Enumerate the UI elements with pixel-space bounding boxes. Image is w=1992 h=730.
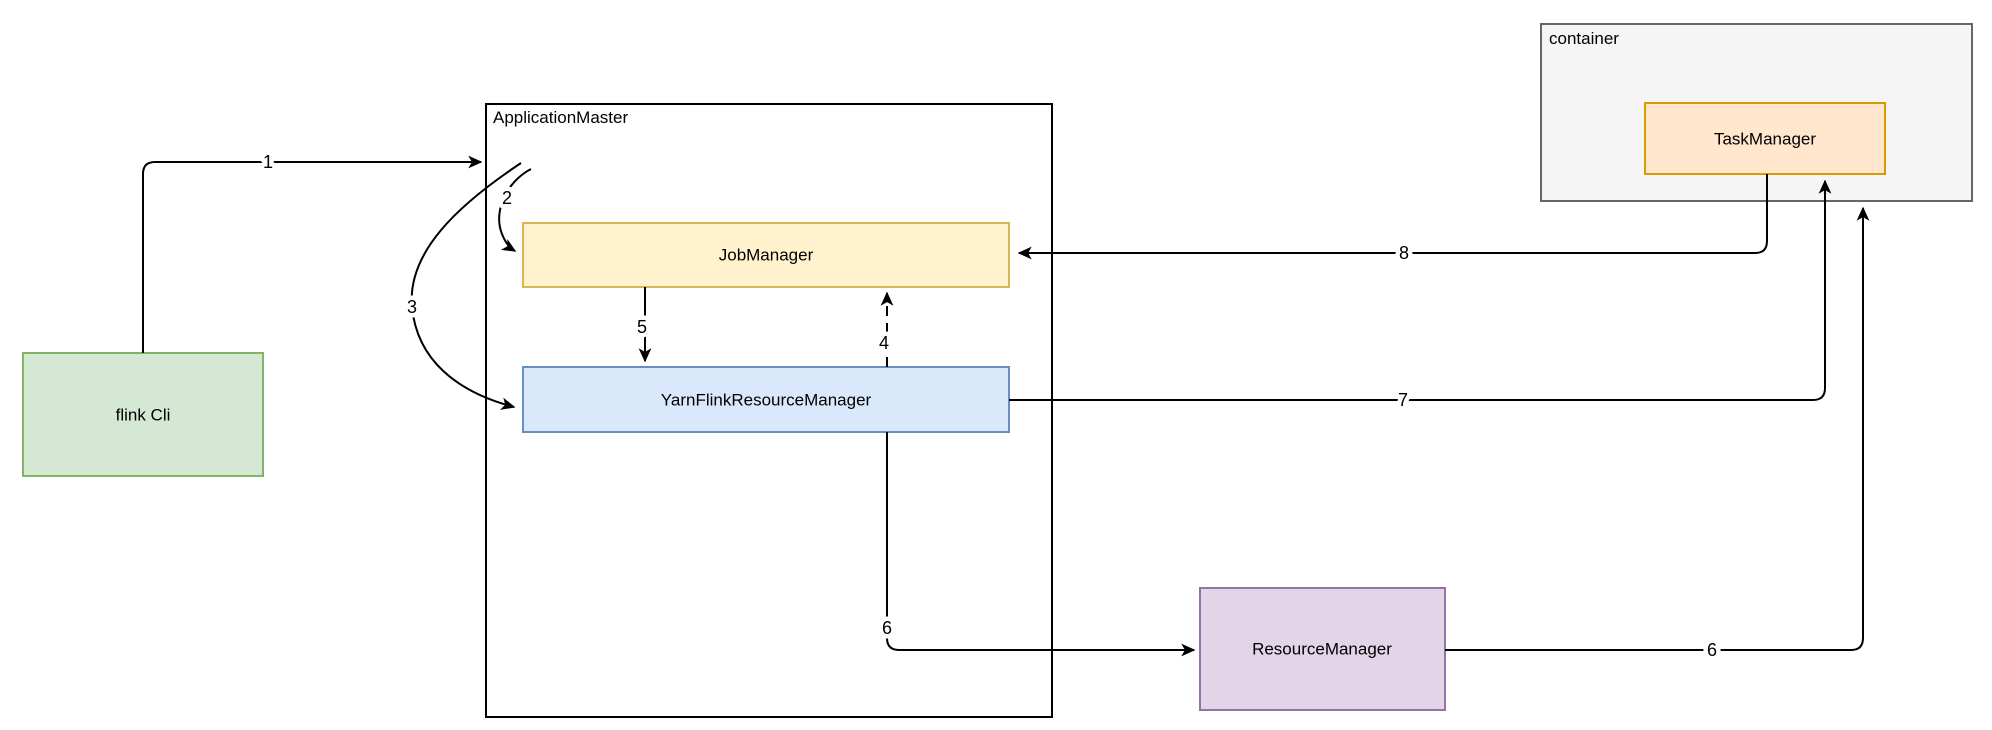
- flink-cli-label: flink Cli: [116, 406, 171, 425]
- edge-label-6b: 6: [1707, 640, 1717, 660]
- resource-manager-label: ResourceManager: [1252, 640, 1392, 659]
- edge-label-8: 8: [1399, 243, 1409, 263]
- edge-label-4: 4: [879, 333, 889, 353]
- container-label: container: [1549, 29, 1619, 48]
- edge-label-5: 5: [637, 317, 647, 337]
- edge-yarn-flink-rm-to-task-manager: [1009, 179, 1832, 401]
- yarn-flink-resource-manager-label: YarnFlinkResourceManager: [661, 391, 872, 410]
- flink-cli-box: [22, 352, 264, 477]
- node-yarn-flink-resource-manager: YarnFlinkResourceManager: [522, 366, 1010, 433]
- job-manager-label: JobManager: [719, 246, 814, 265]
- yarn-flink-resource-manager-box: [522, 366, 1010, 433]
- edge-label-3: 3: [407, 297, 417, 317]
- task-manager-label: TaskManager: [1714, 130, 1816, 149]
- node-resource-manager: ResourceManager: [1199, 587, 1446, 711]
- node-flink-cli: flink Cli: [22, 352, 264, 477]
- edge-label-2: 2: [502, 188, 512, 208]
- edge-label-1: 1: [263, 152, 273, 172]
- edge-yarn-flink-rm-to-resource-manager: [886, 432, 1196, 657]
- edge-start-job-manager: [498, 168, 532, 252]
- edge-task-manager-to-job-manager: [1017, 174, 1768, 260]
- edge-label-6a: 6: [882, 618, 892, 638]
- edge-resource-manager-to-container: [1445, 206, 1870, 651]
- node-task-manager: TaskManager: [1644, 102, 1886, 175]
- job-manager-box: [522, 222, 1010, 288]
- node-job-manager: JobManager: [522, 222, 1010, 288]
- edge-start-yarn-flink-resource-manager: [410, 162, 522, 410]
- task-manager-box: [1644, 102, 1886, 175]
- application-master-label: ApplicationMaster: [493, 108, 628, 127]
- resource-manager-box: [1199, 587, 1446, 711]
- edge-label-7: 7: [1398, 390, 1408, 410]
- edge-flink-cli-to-application-master: [142, 155, 483, 353]
